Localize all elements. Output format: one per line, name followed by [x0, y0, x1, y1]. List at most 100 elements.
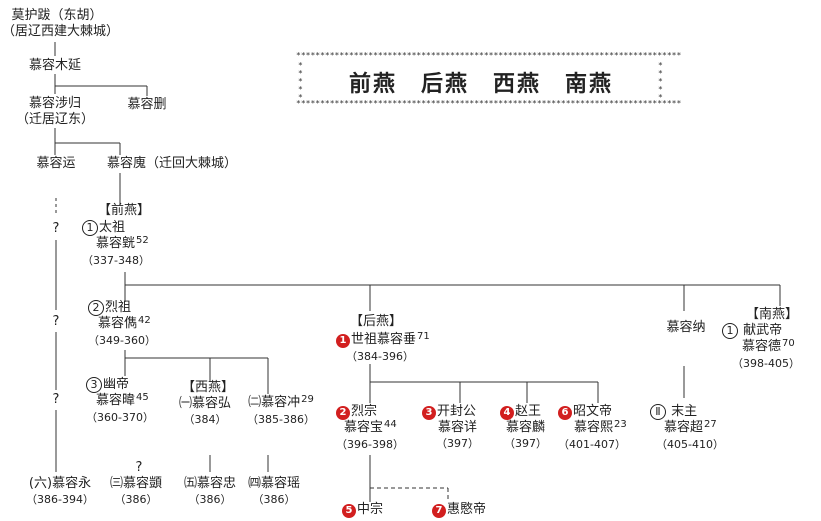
- zhong-name: 慕容忠: [197, 476, 237, 491]
- muyan-name: 慕容木延: [28, 58, 81, 73]
- bao-title: 烈宗: [351, 404, 378, 419]
- xi-name: 慕容熙: [574, 420, 614, 435]
- wei-years: （360-370）: [86, 411, 154, 424]
- de-order: 1: [722, 323, 738, 339]
- title-banner: ****************************************…: [296, 52, 681, 108]
- chui-years: （384-396）: [346, 350, 414, 363]
- de-years: （398-405）: [732, 357, 800, 370]
- xiang-years: （397）: [436, 437, 479, 450]
- node-de: 1 献武帝 慕容德70 （398-405）: [722, 323, 818, 372]
- chong-years: （385-386）: [247, 413, 315, 426]
- na-name: 慕容纳: [666, 320, 706, 335]
- bao-order: 2: [336, 406, 350, 420]
- hong-name: 慕容弘: [192, 396, 232, 411]
- jun-name: 慕容儁: [98, 316, 138, 331]
- lin-title: 赵王: [515, 404, 542, 419]
- chui-title: 世祖慕容垂: [351, 332, 417, 347]
- lin-years: （397）: [504, 437, 547, 450]
- unknown-1: ?: [52, 221, 60, 236]
- jun-years: （349-360）: [88, 334, 156, 347]
- chao-age: 27: [704, 419, 717, 430]
- title-border-top: ****************************************…: [296, 51, 682, 60]
- zhongzong-title: 中宗: [357, 502, 384, 517]
- title-border-right: *****: [658, 61, 663, 102]
- mohuba-note: （居辽西建大棘城）: [2, 24, 120, 39]
- unknown-2: ?: [52, 314, 60, 329]
- xi-title: 昭文帝: [573, 404, 613, 419]
- yao-years: （386）: [252, 493, 296, 506]
- lin-name: 慕容麟: [506, 420, 546, 435]
- diagram-title: 前燕 后燕 西燕 南燕: [348, 71, 613, 97]
- node-yun: 慕容运: [22, 156, 90, 172]
- xiang-order: 3: [422, 406, 436, 420]
- node-shan: 慕容删: [112, 97, 182, 113]
- node-yao: ㈣慕容瑶 （386）: [236, 476, 312, 508]
- yi-prefix: ㈢: [109, 476, 123, 491]
- yun-name: 慕容运: [36, 156, 76, 171]
- wei-age: 45: [136, 392, 149, 403]
- chao-title: 末主: [671, 404, 698, 419]
- huang-age: 52: [136, 235, 149, 246]
- de-age: 70: [782, 338, 795, 349]
- wei-order: 3: [86, 377, 102, 393]
- node-yi: ㈢慕容顗 （386）: [98, 476, 174, 508]
- chui-age: 71: [417, 331, 430, 342]
- unknown-4: ?: [135, 460, 143, 475]
- yong-name: 慕容永: [52, 476, 92, 491]
- label-qianyan: 【前燕】: [97, 203, 150, 218]
- label-nanyan: 【南燕】: [745, 307, 798, 322]
- xi-age: 23: [614, 419, 627, 430]
- huimin-title: 惠愍帝: [447, 502, 487, 517]
- jun-title: 烈祖: [105, 300, 132, 315]
- yi-years: （386）: [114, 493, 158, 506]
- zhong-prefix: ㈤: [183, 476, 197, 491]
- unknown-3: ?: [52, 392, 60, 407]
- xiang-title: 开封公: [437, 404, 477, 419]
- title-border-left: *****: [298, 61, 303, 102]
- label-houyan: 【后燕】: [349, 314, 402, 329]
- huimin-order: 7: [432, 504, 446, 518]
- label-xiyan: 【西燕】: [181, 380, 234, 395]
- node-chao: Ⅱ 末主 慕容超27 （405-410）: [650, 404, 746, 453]
- shegui-name: 慕容涉归: [28, 96, 81, 111]
- shegui-note: （迁居辽东）: [15, 112, 94, 127]
- lin-order: 4: [500, 406, 514, 420]
- title-border-bottom: ****************************************…: [296, 99, 682, 108]
- node-shegui: 慕容涉归 （迁居辽东）: [10, 96, 100, 128]
- xi-order: 6: [558, 406, 572, 420]
- hong-prefix: ㈠: [178, 396, 192, 411]
- bao-years: （396-398）: [336, 438, 404, 451]
- jun-age: 42: [138, 315, 151, 326]
- huang-title: 太祖: [99, 220, 126, 235]
- yong-years: （386-394）: [26, 493, 94, 506]
- shan-name: 慕容删: [127, 97, 167, 112]
- yao-name: 慕容瑶: [261, 476, 301, 491]
- node-mohuba: 莫护跋（东胡） （居辽西建大棘城）: [2, 8, 120, 40]
- de-name: 慕容德: [742, 339, 782, 354]
- node-na: 慕容纳: [654, 320, 718, 336]
- chui-order: 1: [336, 334, 350, 348]
- de-title: 献武帝: [743, 323, 783, 338]
- hui-name: 慕容廆（迁回大棘城）: [106, 156, 237, 171]
- chong-age: 29: [301, 394, 314, 405]
- bao-name: 慕容宝: [344, 420, 384, 435]
- chao-name: 慕容超: [664, 420, 704, 435]
- node-muyan: 慕容木延: [15, 58, 95, 74]
- huang-order: 1: [82, 220, 98, 236]
- xiang-name: 慕容详: [438, 420, 478, 435]
- zhongzong-order: 5: [342, 504, 356, 518]
- mohuba-name: 莫护跋（东胡）: [11, 8, 103, 23]
- yi-name: 慕容顗: [123, 476, 163, 491]
- yao-prefix: ㈣: [247, 476, 261, 491]
- wei-name: 慕容暐: [96, 393, 136, 408]
- wei-title: 幽帝: [103, 377, 130, 392]
